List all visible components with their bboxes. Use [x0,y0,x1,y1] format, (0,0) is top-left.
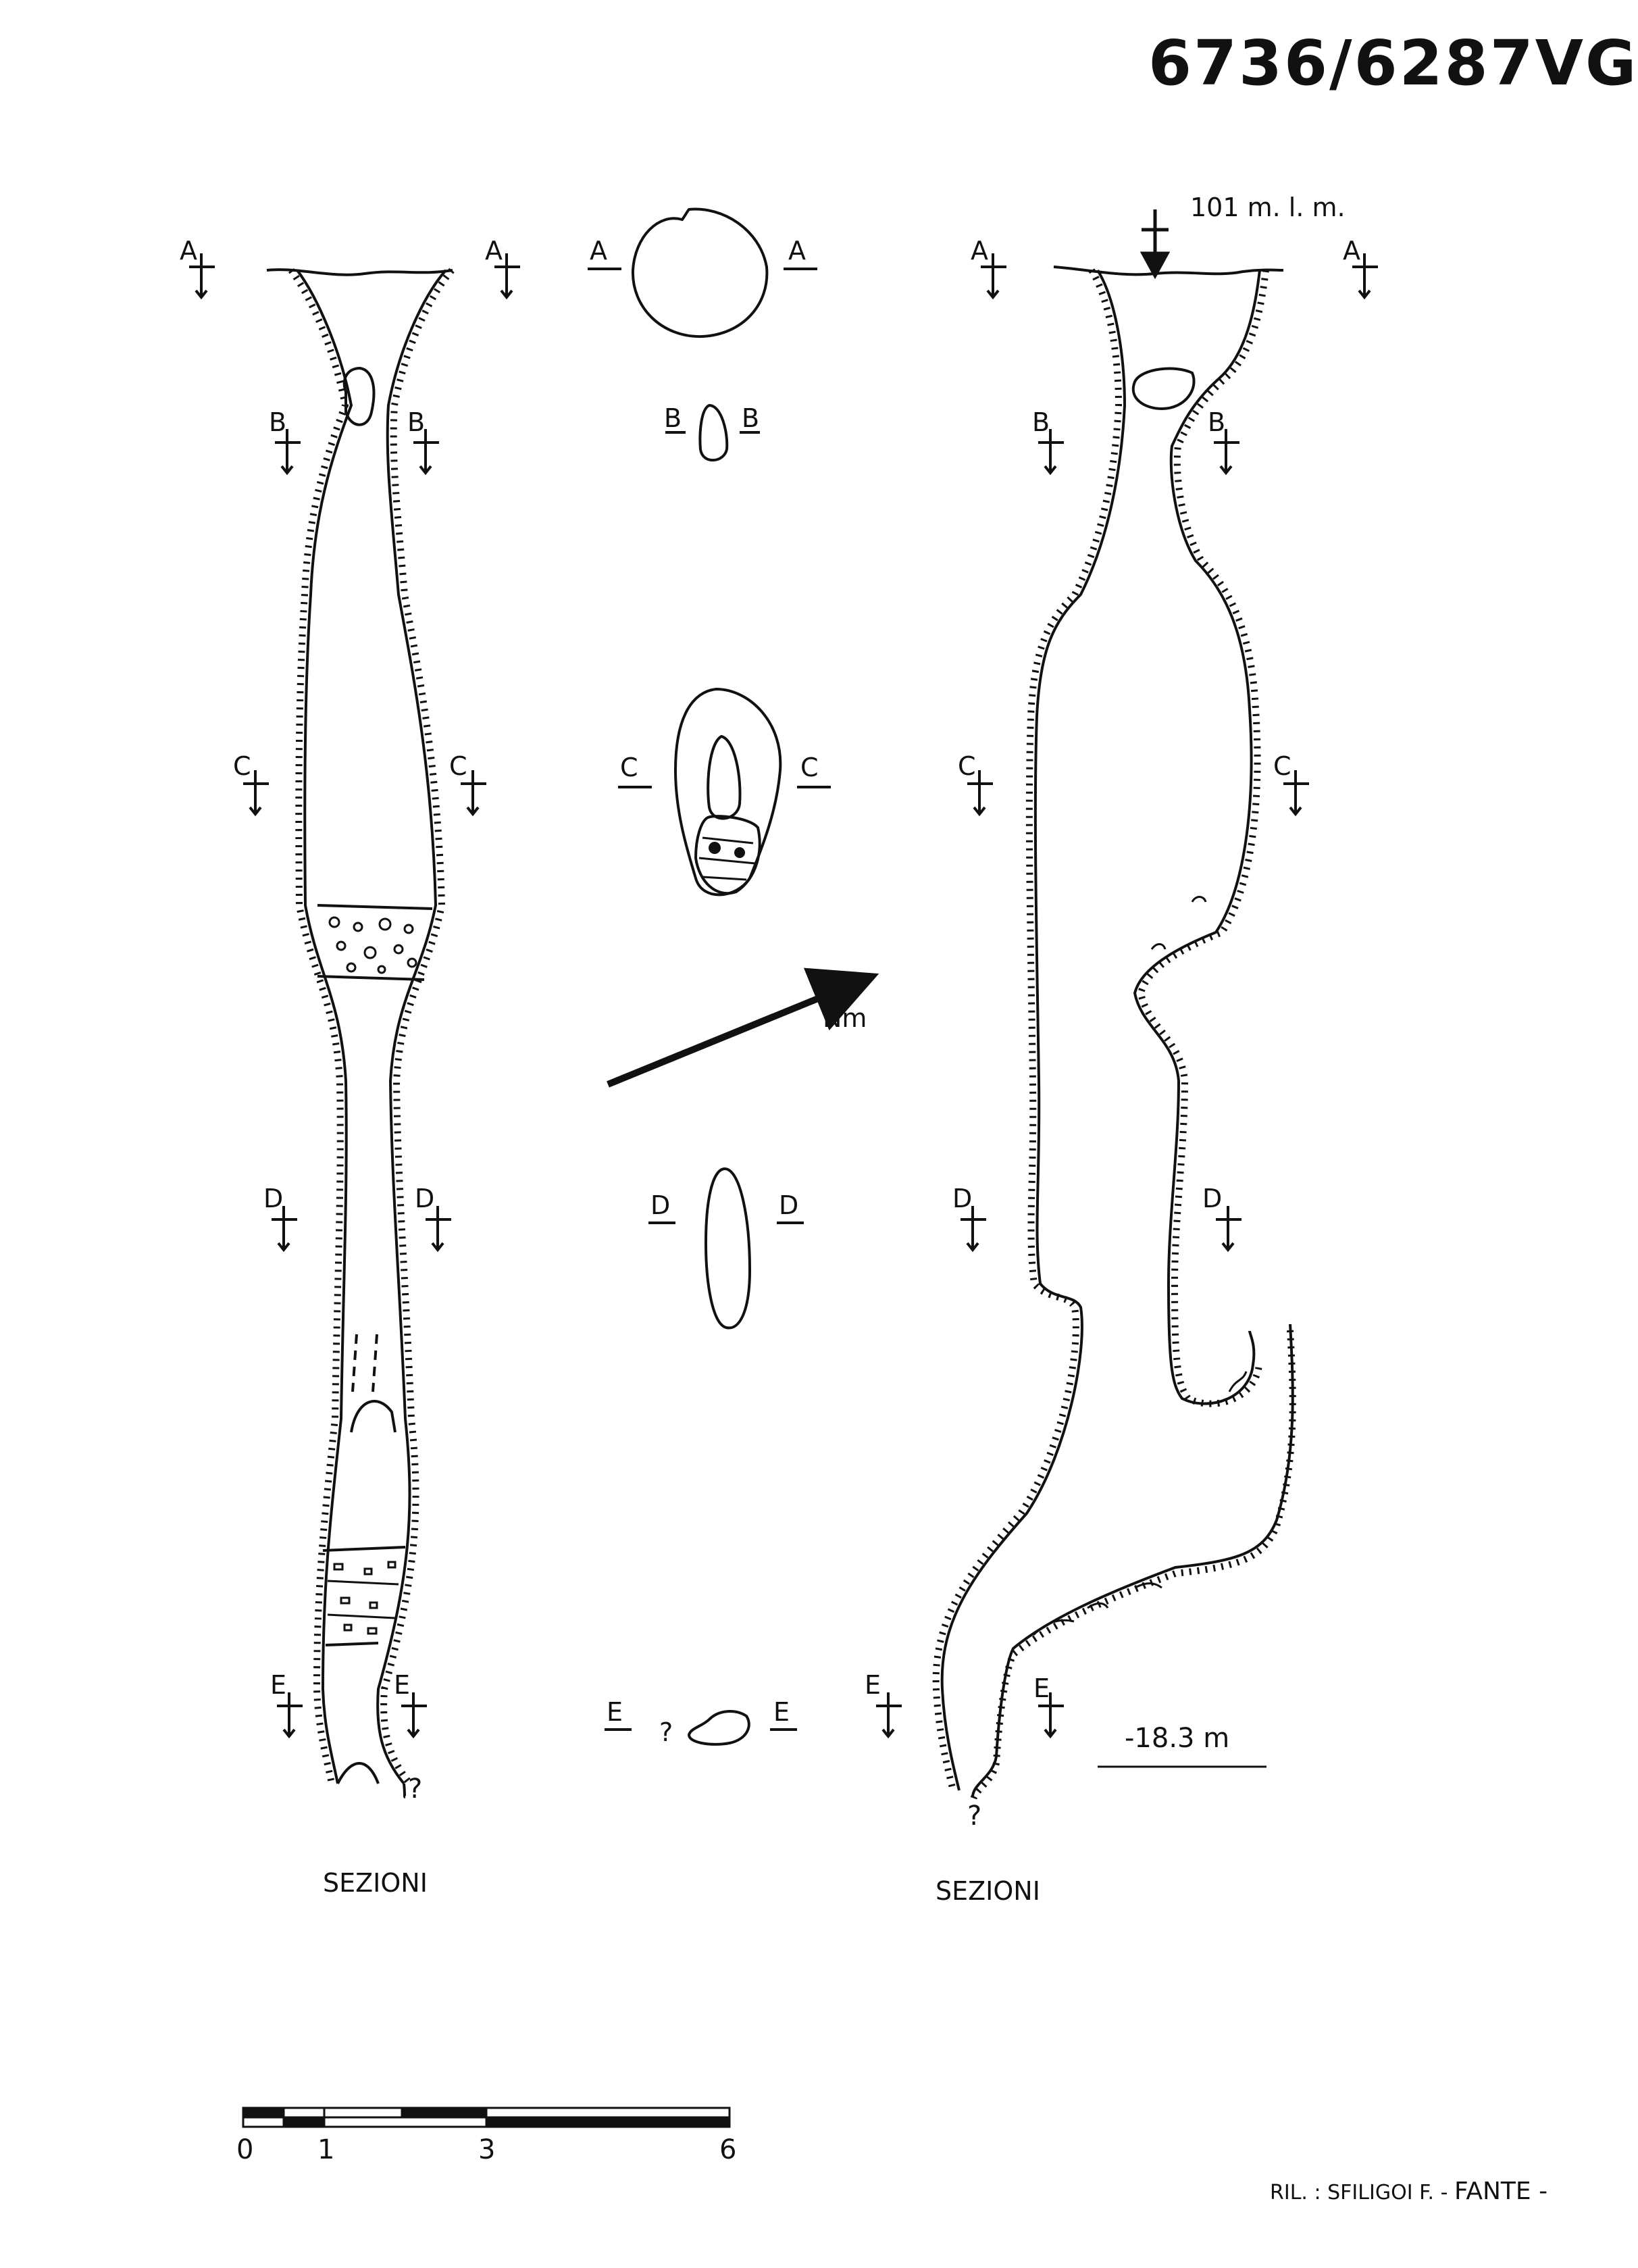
center-underlines [588,268,831,1731]
left-profile-rubble-1 [317,904,433,981]
section-e-left-letter: E [607,1697,623,1727]
right-profile-left-wall [940,269,1127,1791]
section-e-right-letter: E [773,1697,790,1727]
section-d-right-letter: D [779,1190,799,1220]
left-profile-hatching [288,268,455,1786]
left-profile-rubble-2-stones [327,1561,399,1635]
section-d-left-letter: D [650,1190,671,1220]
right-marker-e-right-letter: E [1033,1673,1050,1703]
altitude-label: 101 m. l. m. [1190,193,1346,222]
section-a-shape [631,207,769,338]
left-marker-d-left-letter: D [263,1184,284,1213]
left-profile-surface [266,268,453,276]
scale-tick-3: 3 [478,2134,496,2165]
right-marker-c-left-letter: C [958,751,976,781]
depth-label: -18.3 m [1125,1723,1230,1754]
left-profile [266,268,453,1798]
right-profile [940,266,1294,1798]
left-profile-rubble-1-stones [328,916,417,974]
section-a-right-letter: A [788,236,806,266]
right-profile-boulder [1131,367,1196,411]
section-b-shape [698,403,729,462]
left-profile-left-wall [296,269,353,1784]
section-c-rubble [694,815,761,895]
survey-code: 6736/6287VG [1148,27,1638,99]
section-e-unknown-mark: ? [659,1717,673,1747]
right-marker-b-left-letter: B [1032,407,1050,437]
right-marker-a-right-letter: A [1343,236,1360,266]
section-b-left-letter: B [664,403,682,433]
right-marker-b-right-letter: B [1208,407,1226,437]
section-c-rubble-lines [698,836,756,881]
right-marker-e-left-letter: E [865,1670,881,1700]
left-marker-e-left-letter: E [270,1670,287,1700]
section-c-right-letter: C [800,753,819,782]
left-markers [189,253,520,1739]
left-marker-b-left-letter: B [269,407,287,437]
survey-credit: RIL. : SFILIGOI F. - FANTE - [1270,2179,1547,2204]
left-profile-dashed [351,1334,378,1392]
credit-suffix: - [1531,2177,1548,2205]
scale-tick-0: 0 [236,2134,254,2165]
right-profile-surface [1053,266,1284,276]
section-b-right-letter: B [742,403,760,433]
section-d-shape [704,1167,752,1330]
section-markers [189,253,1378,1739]
scale-bar [242,2107,731,2128]
north-arrow [607,967,879,1088]
left-profile-boulder [342,366,376,426]
section-e-shape [687,1710,750,1746]
left-marker-b-right-letter: B [407,407,426,437]
right-profile-unknown-mark: ? [967,1800,982,1832]
left-profile-arch [350,1400,396,1433]
section-c-inner [707,734,742,820]
section-c-left-letter: C [620,753,638,782]
north-label: Nm [823,1003,867,1033]
left-marker-e-right-letter: E [394,1670,411,1700]
left-profile-right-wall [376,269,447,1785]
right-marker-d-right-letter: D [1202,1184,1223,1213]
section-c-outer [673,687,782,897]
scale-tick-1: 1 [317,2134,335,2165]
left-panel-caption: SEZIONI [323,1868,428,1898]
left-marker-c-left-letter: C [233,751,251,781]
left-marker-d-right-letter: D [415,1184,435,1213]
right-panel-caption: SEZIONI [936,1876,1040,1906]
cross-sections [631,207,782,1746]
credit-prefix: RIL. : SFILIGOI F. - [1270,2181,1454,2204]
left-profile-bottom [336,1762,407,1798]
left-profile-unknown-mark: ? [408,1773,423,1805]
right-markers [876,253,1378,1739]
right-profile-hatching [932,268,1296,1804]
right-profile-right-wall [1133,270,1261,1405]
right-marker-c-right-letter: C [1273,751,1291,781]
right-marker-d-left-letter: D [952,1184,973,1213]
entrance-marker [1140,209,1171,280]
left-profile-rubble-2 [322,1546,406,1646]
left-marker-a-left-letter: A [180,236,197,266]
credit-name: FANTE [1454,2177,1531,2205]
left-marker-a-right-letter: A [485,236,503,266]
right-marker-a-left-letter: A [971,236,988,266]
section-a-left-letter: A [590,236,607,266]
scale-tick-6: 6 [719,2134,737,2165]
left-marker-c-right-letter: C [449,751,467,781]
